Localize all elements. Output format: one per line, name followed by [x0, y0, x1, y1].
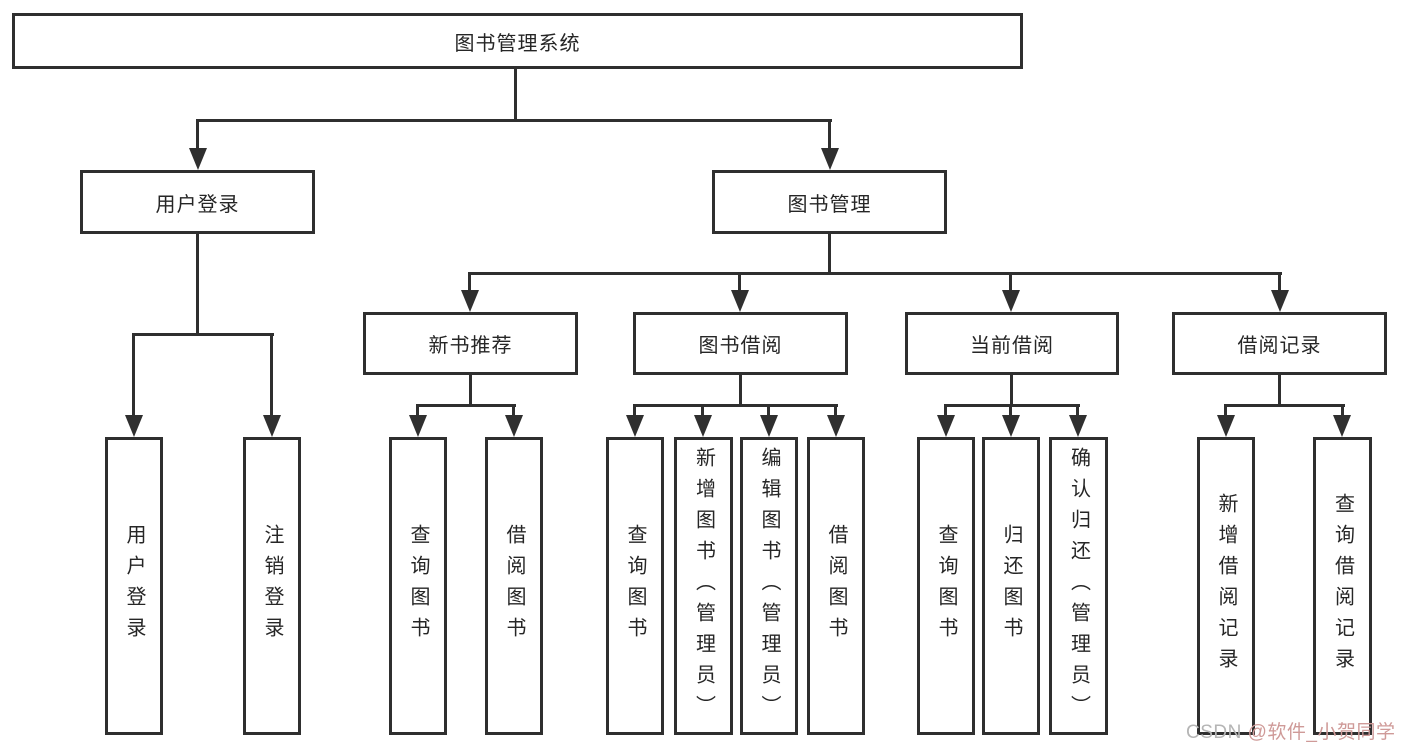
connector-line — [1009, 404, 1012, 418]
node-label: 归还图书 — [1000, 524, 1022, 648]
arrow-down-icon — [1271, 290, 1289, 312]
node-label: 查询图书 — [624, 524, 646, 648]
connector-line — [416, 404, 419, 418]
node-new-book-recommend: 新书推荐 — [363, 312, 578, 375]
connector-line — [828, 234, 831, 275]
arrow-down-icon — [461, 290, 479, 312]
arrow-down-icon — [694, 415, 712, 437]
connector-line — [270, 333, 273, 415]
node-root-system: 图书管理系统 — [12, 13, 1023, 69]
leaf-borrow-add-admin: 新增图书（管理员） — [674, 437, 733, 735]
arrow-down-icon — [505, 415, 523, 437]
arrow-down-icon — [189, 148, 207, 170]
connector-line — [739, 374, 742, 407]
arrow-down-icon — [1002, 290, 1020, 312]
connector-line — [834, 404, 837, 418]
leaf-user-login: 用户登录 — [105, 437, 163, 735]
node-book-manage: 图书管理 — [712, 170, 947, 234]
node-label: 用户登录 — [155, 193, 240, 216]
node-borrow-records: 借阅记录 — [1172, 312, 1387, 375]
leaf-current-confirm-admin: 确认归还（管理员） — [1049, 437, 1108, 735]
node-user-login: 用户登录 — [80, 170, 315, 234]
connector-line — [701, 404, 704, 418]
connector-line — [512, 404, 515, 418]
arrow-down-icon — [827, 415, 845, 437]
connector-line — [1278, 374, 1281, 407]
arrow-down-icon — [1002, 415, 1020, 437]
arrow-down-icon — [1333, 415, 1351, 437]
connector-line — [468, 272, 471, 292]
node-label: 用户登录 — [123, 524, 145, 648]
node-label: 查询图书 — [407, 524, 429, 648]
leaf-newbook-query: 查询图书 — [389, 437, 447, 735]
node-book-borrow: 图书借阅 — [633, 312, 848, 375]
connector-line — [1010, 374, 1013, 407]
connector-line — [738, 272, 741, 292]
connector-line — [196, 234, 199, 336]
connector-line — [469, 374, 472, 407]
connector-line — [633, 404, 636, 418]
leaf-borrow-query: 查询图书 — [606, 437, 664, 735]
connector-line — [416, 404, 516, 407]
connector-line — [1076, 404, 1079, 418]
connector-line — [132, 333, 135, 415]
connector-line — [196, 119, 832, 122]
arrow-down-icon — [1217, 415, 1235, 437]
node-label: 编辑图书（管理员） — [758, 446, 780, 726]
node-label: 图书借阅 — [698, 335, 783, 357]
arrow-down-icon — [409, 415, 427, 437]
connector-line — [514, 68, 517, 122]
connector-line — [196, 119, 199, 150]
connector-line — [1341, 404, 1344, 418]
watermark: CSDN @软件_小贺同学 — [1186, 717, 1395, 744]
connector-line — [944, 404, 947, 418]
connector-line — [1224, 404, 1227, 418]
arrow-down-icon — [125, 415, 143, 437]
node-label: 借阅记录 — [1237, 335, 1322, 357]
connector-line — [468, 272, 1282, 275]
node-label: 图书管理系统 — [454, 32, 581, 55]
connector-line — [944, 404, 1080, 407]
arrow-down-icon — [937, 415, 955, 437]
connector-line — [828, 119, 831, 150]
node-label: 注销登录 — [261, 524, 283, 648]
leaf-records-add: 新增借阅记录 — [1197, 437, 1255, 735]
arrow-down-icon — [1069, 415, 1087, 437]
arrow-down-icon — [821, 148, 839, 170]
arrow-down-icon — [760, 415, 778, 437]
arrow-down-icon — [731, 290, 749, 312]
node-label: 新增图书（管理员） — [692, 446, 715, 726]
connector-line — [132, 333, 274, 336]
node-label: 图书管理 — [787, 193, 872, 216]
node-label: 当前借阅 — [970, 335, 1054, 357]
node-label: 借阅图书 — [825, 524, 847, 648]
node-label: 查询图书 — [935, 524, 957, 648]
leaf-borrow-lend: 借阅图书 — [807, 437, 865, 735]
connector-line — [767, 404, 770, 418]
arrow-down-icon — [263, 415, 281, 437]
leaf-current-query: 查询图书 — [917, 437, 975, 735]
leaf-borrow-edit-admin: 编辑图书（管理员） — [740, 437, 798, 735]
watermark-author: @软件_小贺同学 — [1247, 722, 1396, 743]
node-label: 新增借阅记录 — [1215, 493, 1237, 679]
connector-line — [633, 404, 838, 407]
leaf-newbook-borrow: 借阅图书 — [485, 437, 543, 735]
node-current-borrow: 当前借阅 — [905, 312, 1119, 375]
connector-line — [1278, 272, 1281, 292]
node-label: 借阅图书 — [503, 524, 525, 648]
node-label: 新书推荐 — [428, 335, 513, 357]
connector-line — [1224, 404, 1345, 407]
node-label: 查询借阅记录 — [1331, 493, 1354, 679]
leaf-logout: 注销登录 — [243, 437, 301, 735]
connector-line — [1009, 272, 1012, 292]
leaf-records-query: 查询借阅记录 — [1313, 437, 1372, 735]
node-label: 确认归还（管理员） — [1067, 446, 1090, 726]
arrow-down-icon — [626, 415, 644, 437]
leaf-current-return: 归还图书 — [982, 437, 1040, 735]
watermark-site: CSDN — [1186, 722, 1248, 743]
